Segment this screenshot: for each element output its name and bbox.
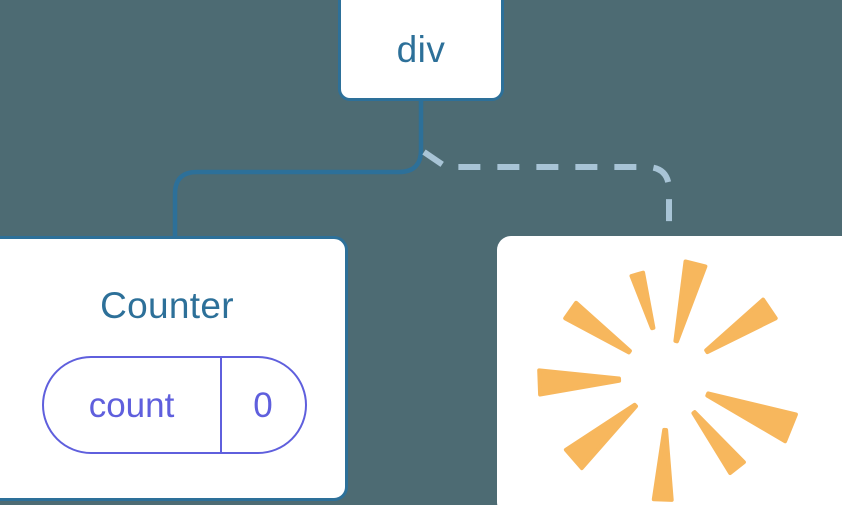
sparkle-burst-icon bbox=[537, 259, 798, 502]
div-node[interactable]: div bbox=[338, 0, 504, 101]
ray-sse bbox=[691, 410, 746, 475]
ray-n bbox=[673, 259, 708, 344]
div-node-label: div bbox=[396, 29, 446, 70]
ray-e bbox=[705, 391, 798, 444]
render-burst-node[interactable] bbox=[497, 236, 842, 505]
counter-node[interactable]: Counter count 0 bbox=[0, 236, 348, 501]
state-key-label: count bbox=[44, 358, 222, 452]
dashed-edge-div-to-burst bbox=[422, 149, 672, 240]
ray-s bbox=[651, 427, 674, 502]
ray-w bbox=[537, 368, 622, 397]
ray-nnw bbox=[629, 270, 656, 331]
solid-edge-div-to-counter bbox=[172, 98, 424, 243]
state-pill[interactable]: count 0 bbox=[41, 356, 307, 454]
counter-node-label: Counter bbox=[100, 285, 234, 326]
state-value-label: 0 bbox=[253, 385, 273, 425]
ray-sw bbox=[563, 402, 638, 471]
ray-nw bbox=[563, 300, 632, 355]
ray-ne bbox=[704, 297, 778, 355]
